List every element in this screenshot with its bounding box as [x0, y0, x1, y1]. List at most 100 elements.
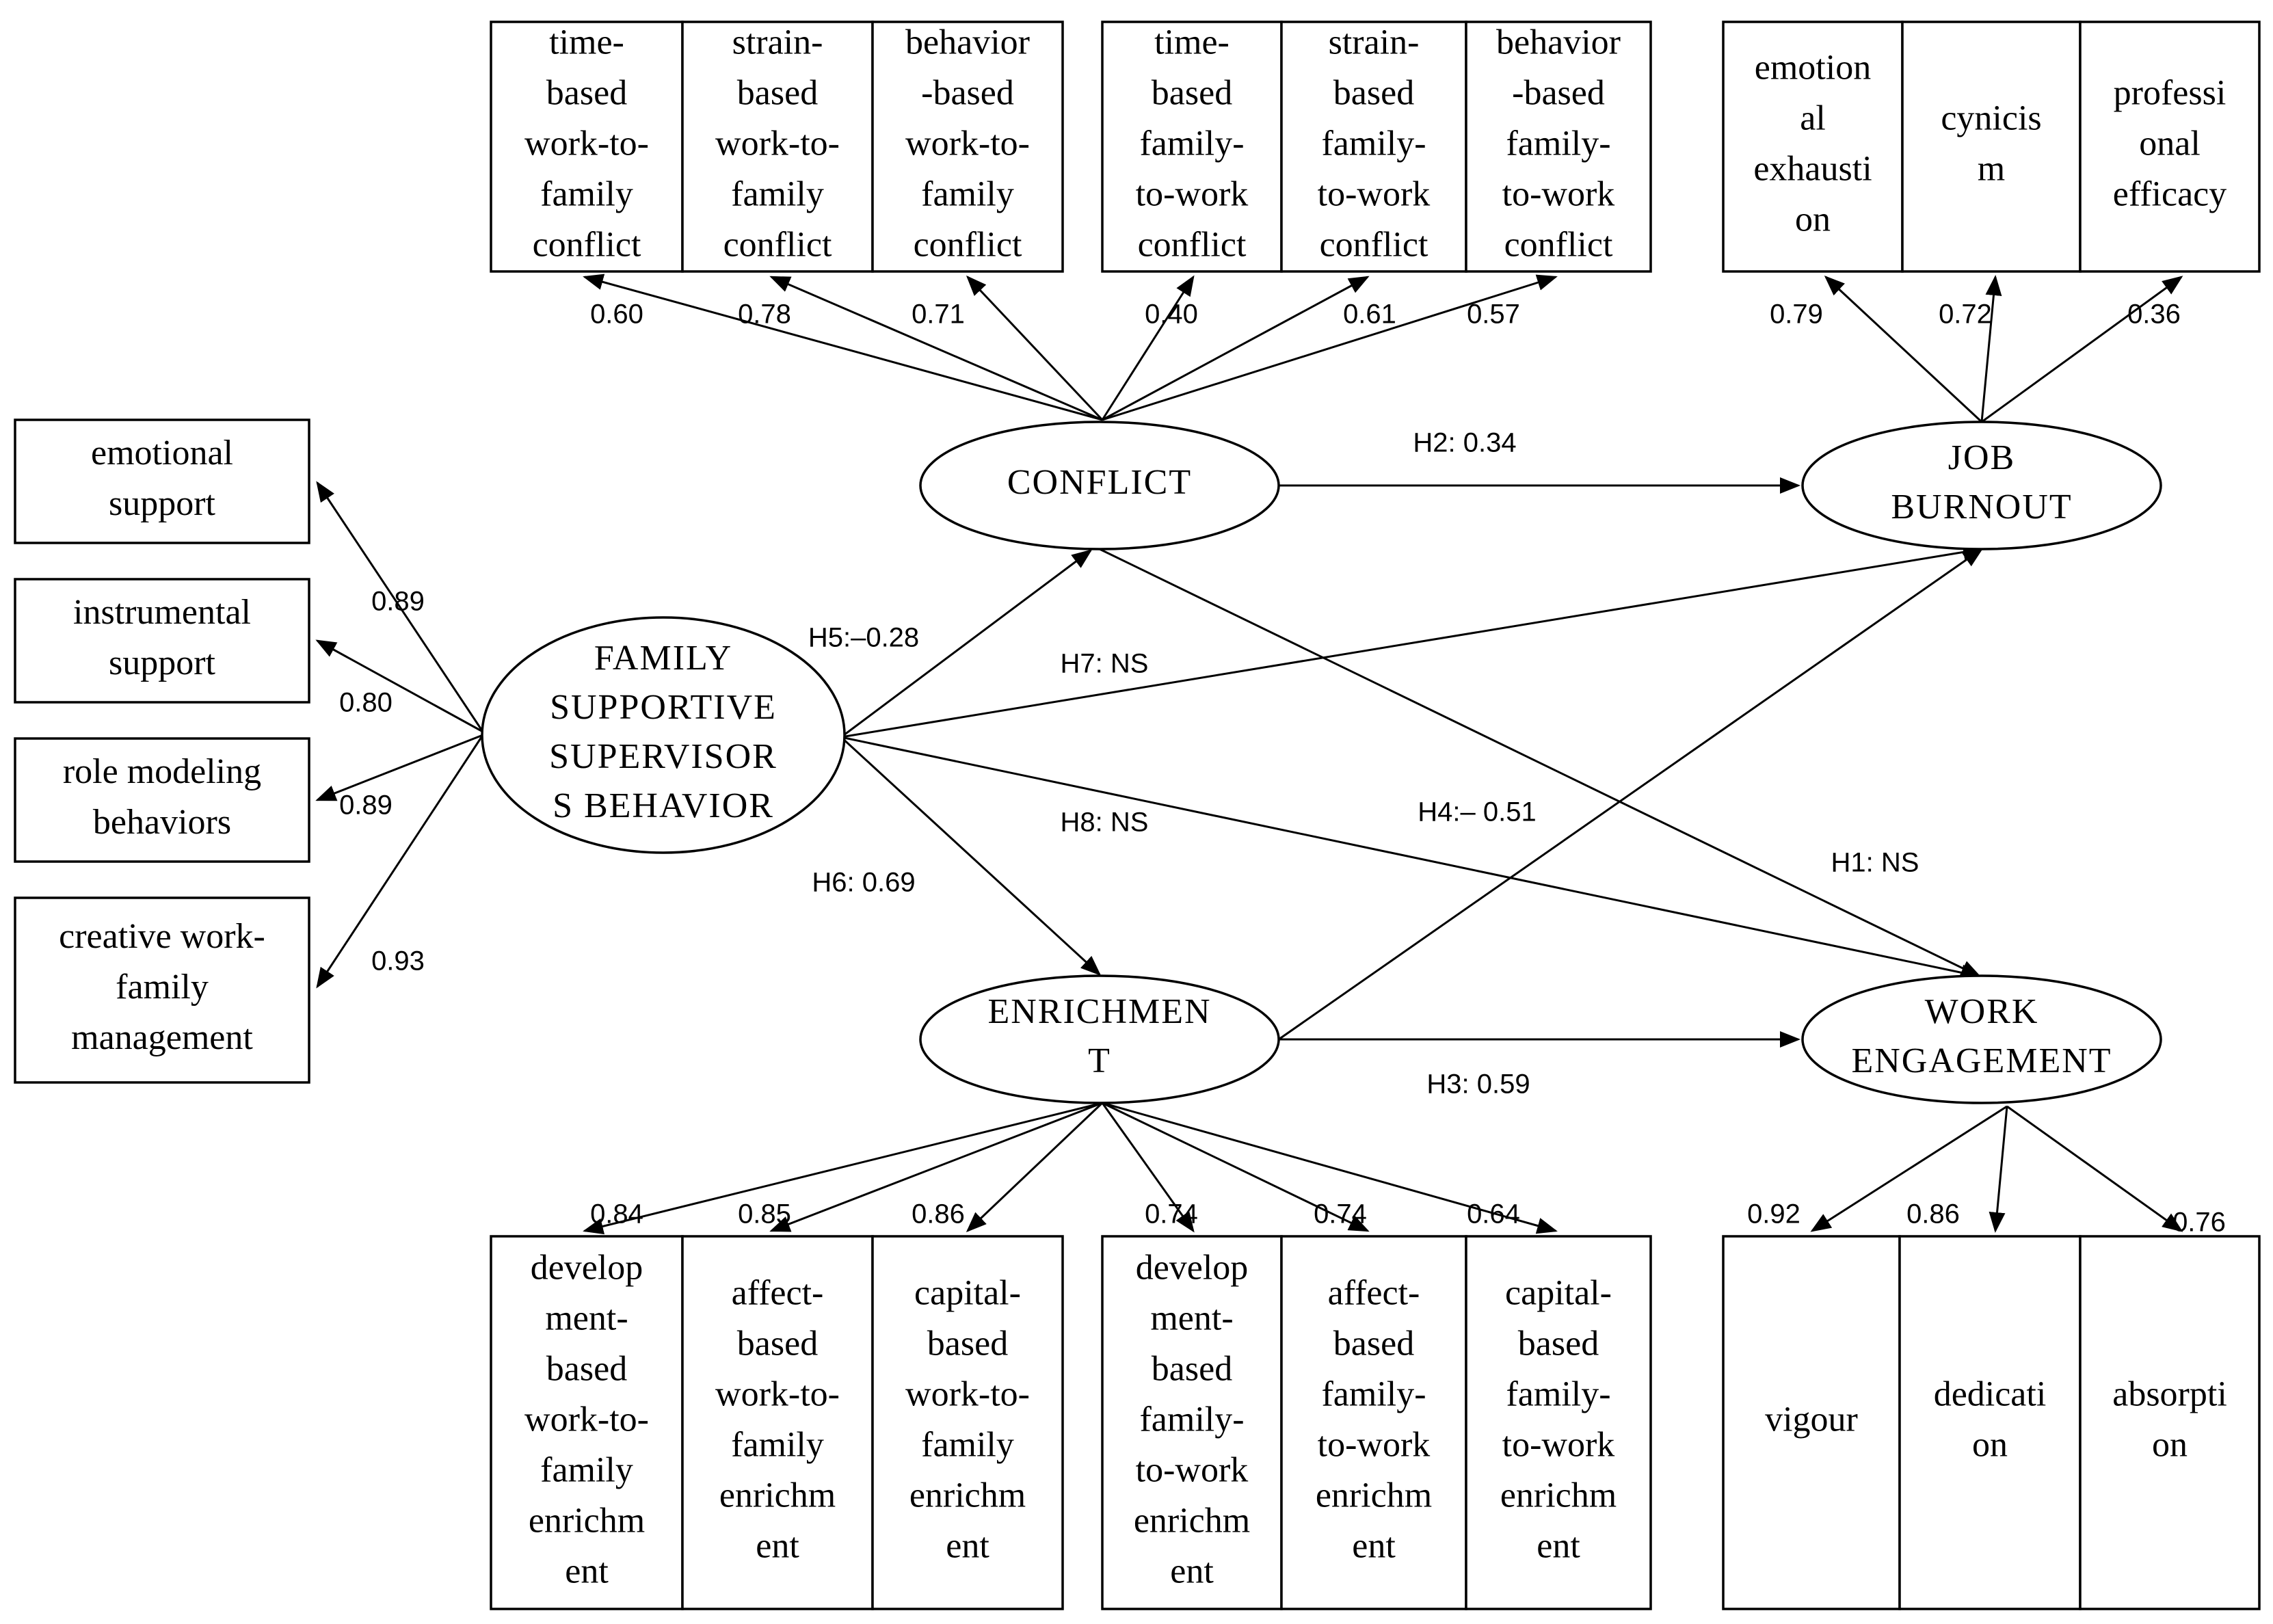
loading-label-s2: 0.80	[339, 688, 393, 718]
latent-ellipse	[1801, 974, 2162, 1104]
loading-arrow-c6	[1102, 274, 1558, 421]
indicator-text-line: capital-	[1505, 1273, 1612, 1312]
indicator-text-line: based	[1333, 73, 1414, 112]
indicator-text-line: conflict	[1504, 225, 1613, 264]
indicator-text-line: to-work	[1318, 1425, 1431, 1464]
indicator-box-e4: development-basedfamily-to-workenrichmen…	[1101, 1235, 1283, 1610]
indicator-text-line: conflict	[533, 225, 641, 264]
loading-label-e3: 0.86	[912, 1199, 965, 1229]
indicator-text-line: strain-	[732, 23, 823, 62]
indicator-text-line: instrumental	[73, 593, 251, 632]
indicator-text-line: based	[1518, 1324, 1599, 1363]
indicator-rect	[1722, 21, 1904, 273]
indicator-text-line: behavior	[1496, 23, 1621, 62]
loading-label-e4: 0.74	[1145, 1199, 1198, 1229]
latent-text-line: CONFLICT	[1007, 463, 1192, 502]
indicator-text-line: family	[921, 1425, 1014, 1464]
path-label-h5: H5:–0.28	[808, 623, 919, 653]
indicator-rect	[1101, 1235, 1283, 1610]
indicator-text-line: work-to-	[715, 124, 840, 163]
indicator-text-line: efficacy	[2113, 174, 2227, 213]
loading-label-e6: 0.64	[1467, 1199, 1520, 1229]
loading-arrow-c2	[769, 276, 1103, 421]
latent-text-line: BURNOUT	[1891, 488, 2072, 527]
latent-ellipse	[919, 421, 1280, 550]
indicator-text-line: based	[1152, 1349, 1232, 1388]
latent-node-burnout: JOB BURNOUT	[1801, 421, 2162, 550]
path-label-h7: H7: NS	[1061, 649, 1149, 679]
indicator-text-line: to-work	[1318, 174, 1431, 213]
loading-arrow-e6	[1102, 1102, 1558, 1234]
loading-arrow-c1	[583, 274, 1103, 421]
indicator-text-line: role modeling	[63, 752, 261, 791]
loading-label-e2: 0.85	[738, 1199, 791, 1229]
indicator-rect	[1280, 21, 1467, 273]
indicator-rect	[2079, 21, 2261, 273]
indicator-rect	[1101, 21, 1283, 273]
loading-arrow-s2	[315, 639, 483, 733]
indicator-text-line: dedicati	[1934, 1374, 2047, 1413]
latent-ellipse	[1801, 421, 2162, 550]
path-arrow-h6	[840, 736, 1102, 976]
indicator-text-line: based	[1333, 1324, 1414, 1363]
loading-arrow-w3	[2006, 1105, 2183, 1232]
loading-arrow-e5	[1102, 1102, 1370, 1232]
latent-ellipse	[481, 616, 846, 854]
latent-text-line: SUPPORTIVE	[550, 688, 777, 727]
loading-arrow-e2	[769, 1102, 1103, 1232]
indicator-text-line: -based	[1512, 73, 1605, 112]
indicator-text-line: affect-	[732, 1273, 824, 1312]
indicator-text-line: work-to-	[524, 124, 649, 163]
indicator-text-line: to-work	[1136, 174, 1249, 213]
indicator-rect	[681, 1235, 874, 1610]
loading-arrow-s3	[315, 734, 483, 801]
loading-arrow-b1	[1824, 275, 1983, 423]
indicator-text-line: ent	[946, 1526, 989, 1565]
indicator-text-line: emotion	[1755, 48, 1871, 87]
path-label-h4: H4:– 0.51	[1418, 797, 1536, 827]
loading-arrow-c3	[966, 275, 1104, 421]
latent-node-conflict: CONFLICT	[919, 421, 1280, 550]
latent-text-line: FAMILY	[594, 639, 732, 678]
path-arrow-h8	[840, 736, 1982, 981]
indicator-text-line: family	[731, 174, 824, 213]
indicator-text-line: family-	[1506, 124, 1610, 163]
indicator-rect	[871, 21, 1064, 273]
indicator-text-line: based	[737, 1324, 818, 1363]
latent-text-line: WORK	[1925, 992, 2039, 1031]
indicator-text-line: family-	[1321, 124, 1426, 163]
loading-label-c1: 0.60	[590, 299, 643, 330]
loading-arrow-b2	[1980, 275, 2002, 423]
indicator-text-line: vigour	[1765, 1400, 1858, 1439]
indicator-text-line: family	[116, 968, 209, 1007]
indicator-text-line: management	[71, 1018, 253, 1057]
latent-text-line: JOB	[1948, 438, 2015, 477]
loading-label-c4: 0.40	[1145, 299, 1198, 330]
indicator-text-line: based	[1152, 73, 1232, 112]
loading-label-b1: 0.79	[1770, 299, 1823, 330]
indicator-text-line: to-work	[1502, 1425, 1615, 1464]
indicator-text-line: conflict	[1138, 225, 1247, 264]
indicator-text-line: based	[546, 73, 627, 112]
indicator-rect	[1465, 1235, 1652, 1610]
latent-text-line: SUPERVISOR	[549, 737, 777, 776]
indicator-text-line: ent	[565, 1552, 609, 1590]
indicator-rect	[1722, 1235, 1901, 1610]
loading-label-s4: 0.93	[371, 946, 425, 976]
indicator-text-line: support	[109, 484, 216, 523]
indicator-text-line: develop	[531, 1248, 643, 1287]
indicator-text-line: capital-	[914, 1273, 1021, 1312]
indicator-text-line: ent	[756, 1526, 799, 1565]
